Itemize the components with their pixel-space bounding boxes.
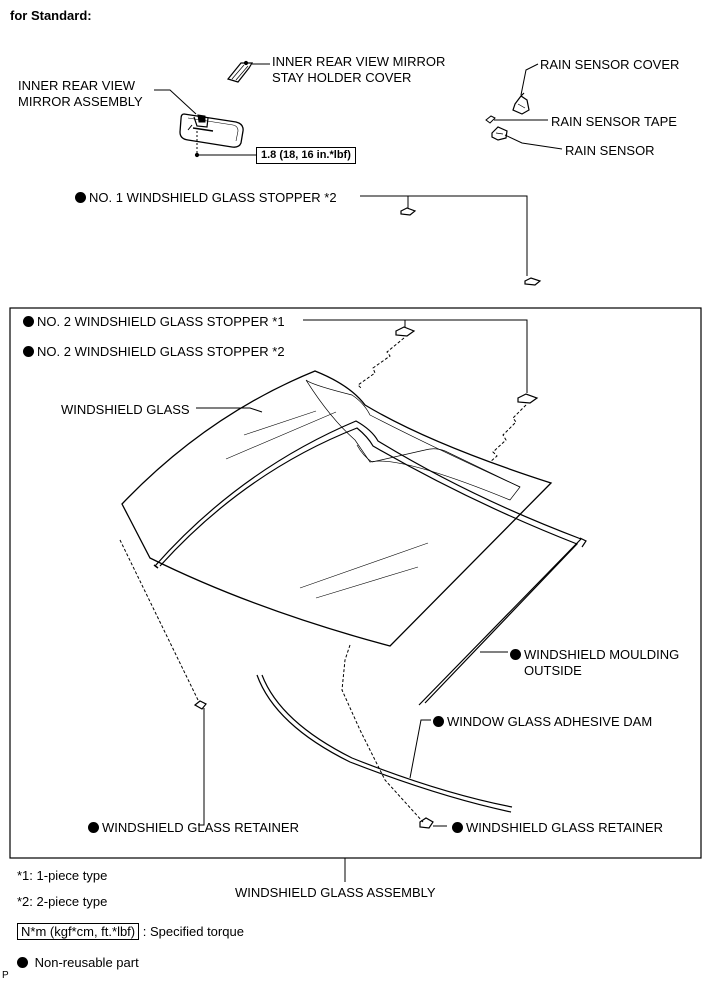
label-adhesive-dam: WINDOW GLASS ADHESIVE DAM [433, 714, 652, 729]
diagram-title: for Standard: [10, 8, 92, 23]
label-moulding-line2: OUTSIDE [524, 663, 582, 678]
label-retainer-right: WINDSHIELD GLASS RETAINER [452, 820, 663, 835]
label-windshield-glass: WINDSHIELD GLASS [61, 402, 190, 417]
label-retainer-left: WINDSHIELD GLASS RETAINER [88, 820, 299, 835]
nonreusable-dot-icon [75, 192, 86, 203]
nonreusable-dot-icon [23, 346, 34, 357]
label-stopper-no2-type2: NO. 2 WINDSHIELD GLASS STOPPER *2 [23, 344, 285, 359]
legend-torque-unit-box: N*m (kgf*cm, ft.*lbf) [17, 923, 140, 940]
retainer-left-icon [193, 700, 207, 710]
label-rain-sensor-cover: RAIN SENSOR COVER [540, 57, 680, 72]
torque-value-box: 1.8 (18, 16 in.*lbf) [256, 147, 356, 164]
inner-rear-view-mirror-icon [179, 113, 244, 148]
stopper-no1-upper-icon [400, 207, 417, 216]
label-rain-sensor-tape: RAIN SENSOR TAPE [551, 114, 677, 129]
label-stay-cover-line1: INNER REAR VIEW MIRROR [272, 54, 446, 69]
stay-holder-cover-icon [226, 60, 254, 83]
retainer-right-icon [419, 817, 434, 829]
footer-code: P [2, 970, 9, 981]
nonreusable-dot-icon [17, 957, 28, 968]
rain-sensor-tape-icon [485, 115, 496, 124]
label-assembly: WINDSHIELD GLASS ASSEMBLY [235, 885, 436, 900]
windshield-glass-shape [121, 370, 553, 647]
nonreusable-dot-icon [88, 822, 99, 833]
label-rain-sensor: RAIN SENSOR [565, 143, 655, 158]
label-mirror-assembly-line1: INNER REAR VIEW [18, 78, 136, 93]
adhesive-dam-shape [256, 674, 513, 813]
label-moulding-line1: WINDSHIELD MOULDING [510, 647, 679, 662]
legend-note-1: *1: 1-piece type [17, 868, 108, 883]
label-stay-cover-line2: STAY HOLDER COVER [272, 70, 412, 85]
label-mirror-assembly-line2: MIRROR ASSEMBLY [18, 94, 143, 109]
stopper-no1-lower-icon [524, 277, 542, 286]
label-stopper-no1: NO. 1 WINDSHIELD GLASS STOPPER *2 [75, 190, 337, 205]
rain-sensor-cover-icon [512, 92, 530, 115]
windshield-moulding-outside-shape [153, 420, 587, 706]
legend-note-2: *2: 2-piece type [17, 894, 108, 909]
nonreusable-dot-icon [452, 822, 463, 833]
label-stopper-no2-type1: NO. 2 WINDSHIELD GLASS STOPPER *1 [23, 314, 285, 329]
nonreusable-dot-icon [510, 649, 521, 660]
rain-sensor-icon [491, 126, 508, 141]
legend-nonreusable: Non-reusable part [17, 955, 139, 970]
nonreusable-dot-icon [433, 716, 444, 727]
nonreusable-dot-icon [23, 316, 34, 327]
assembly-frame [9, 307, 702, 859]
stopper-no2-upper-icon [395, 326, 416, 337]
legend-torque: N*m (kgf*cm, ft.*lbf) : Specified torque [17, 923, 244, 940]
stopper-no2-lower-icon [517, 393, 539, 404]
